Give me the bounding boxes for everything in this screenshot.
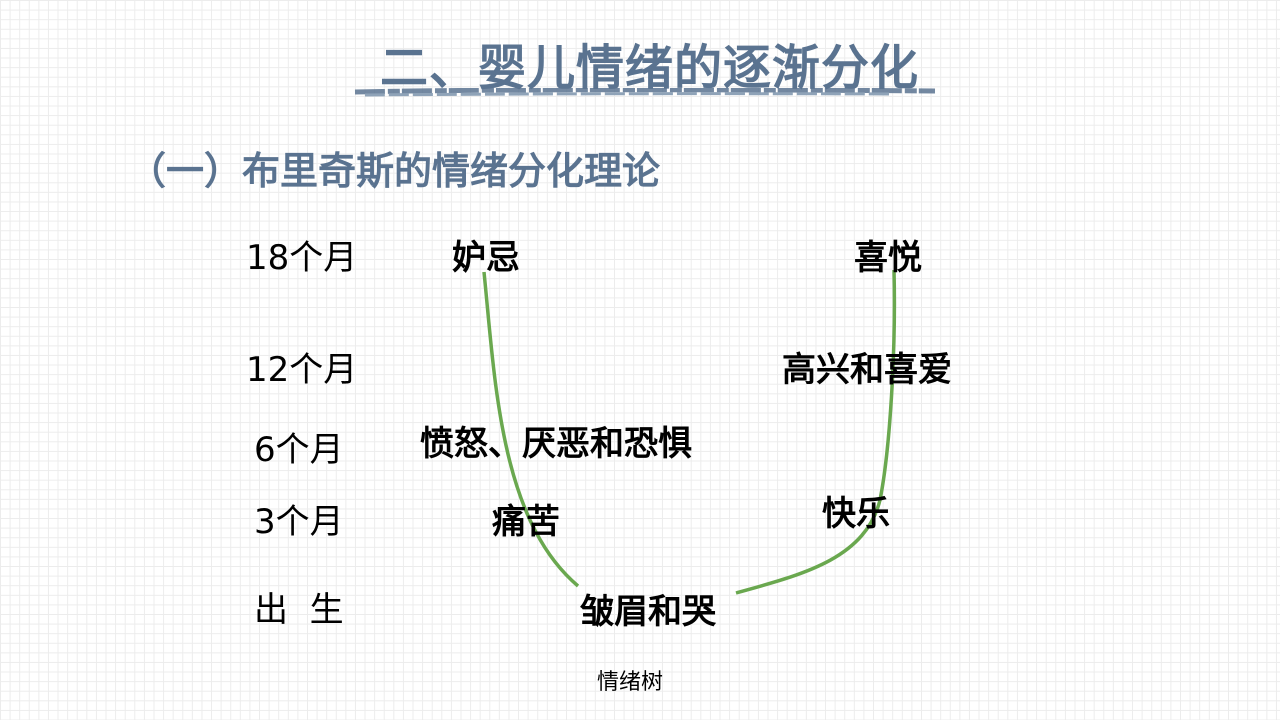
emotion-pleasure: 快乐: [822, 494, 890, 534]
emotion-distress: 痛苦: [492, 502, 560, 542]
slide-title: 二、婴儿情绪的逐渐分化: [380, 40, 920, 96]
emotion-anger-fear: 愤怒、厌恶和恐惧: [420, 424, 692, 464]
right-branch: [735, 269, 897, 595]
brush-underline: [354, 88, 936, 97]
age-label-birth: 出 生: [254, 590, 344, 630]
left-branch: [482, 271, 580, 588]
emotion-frown-cry: 皱眉和哭: [580, 592, 716, 632]
emotion-joy: 喜悦: [854, 238, 922, 278]
age-label-18m: 18个月: [246, 238, 358, 278]
section-subtitle: （一）布里奇斯的情绪分化理论: [128, 149, 661, 193]
age-label-12m: 12个月: [246, 350, 358, 390]
age-label-6m: 6个月: [254, 430, 344, 470]
caption: 情绪树: [597, 670, 664, 695]
age-label-3m: 3个月: [254, 502, 344, 542]
emotion-happy-love: 高兴和喜爱: [782, 350, 952, 390]
emotion-jealousy: 妒忌: [452, 238, 520, 278]
